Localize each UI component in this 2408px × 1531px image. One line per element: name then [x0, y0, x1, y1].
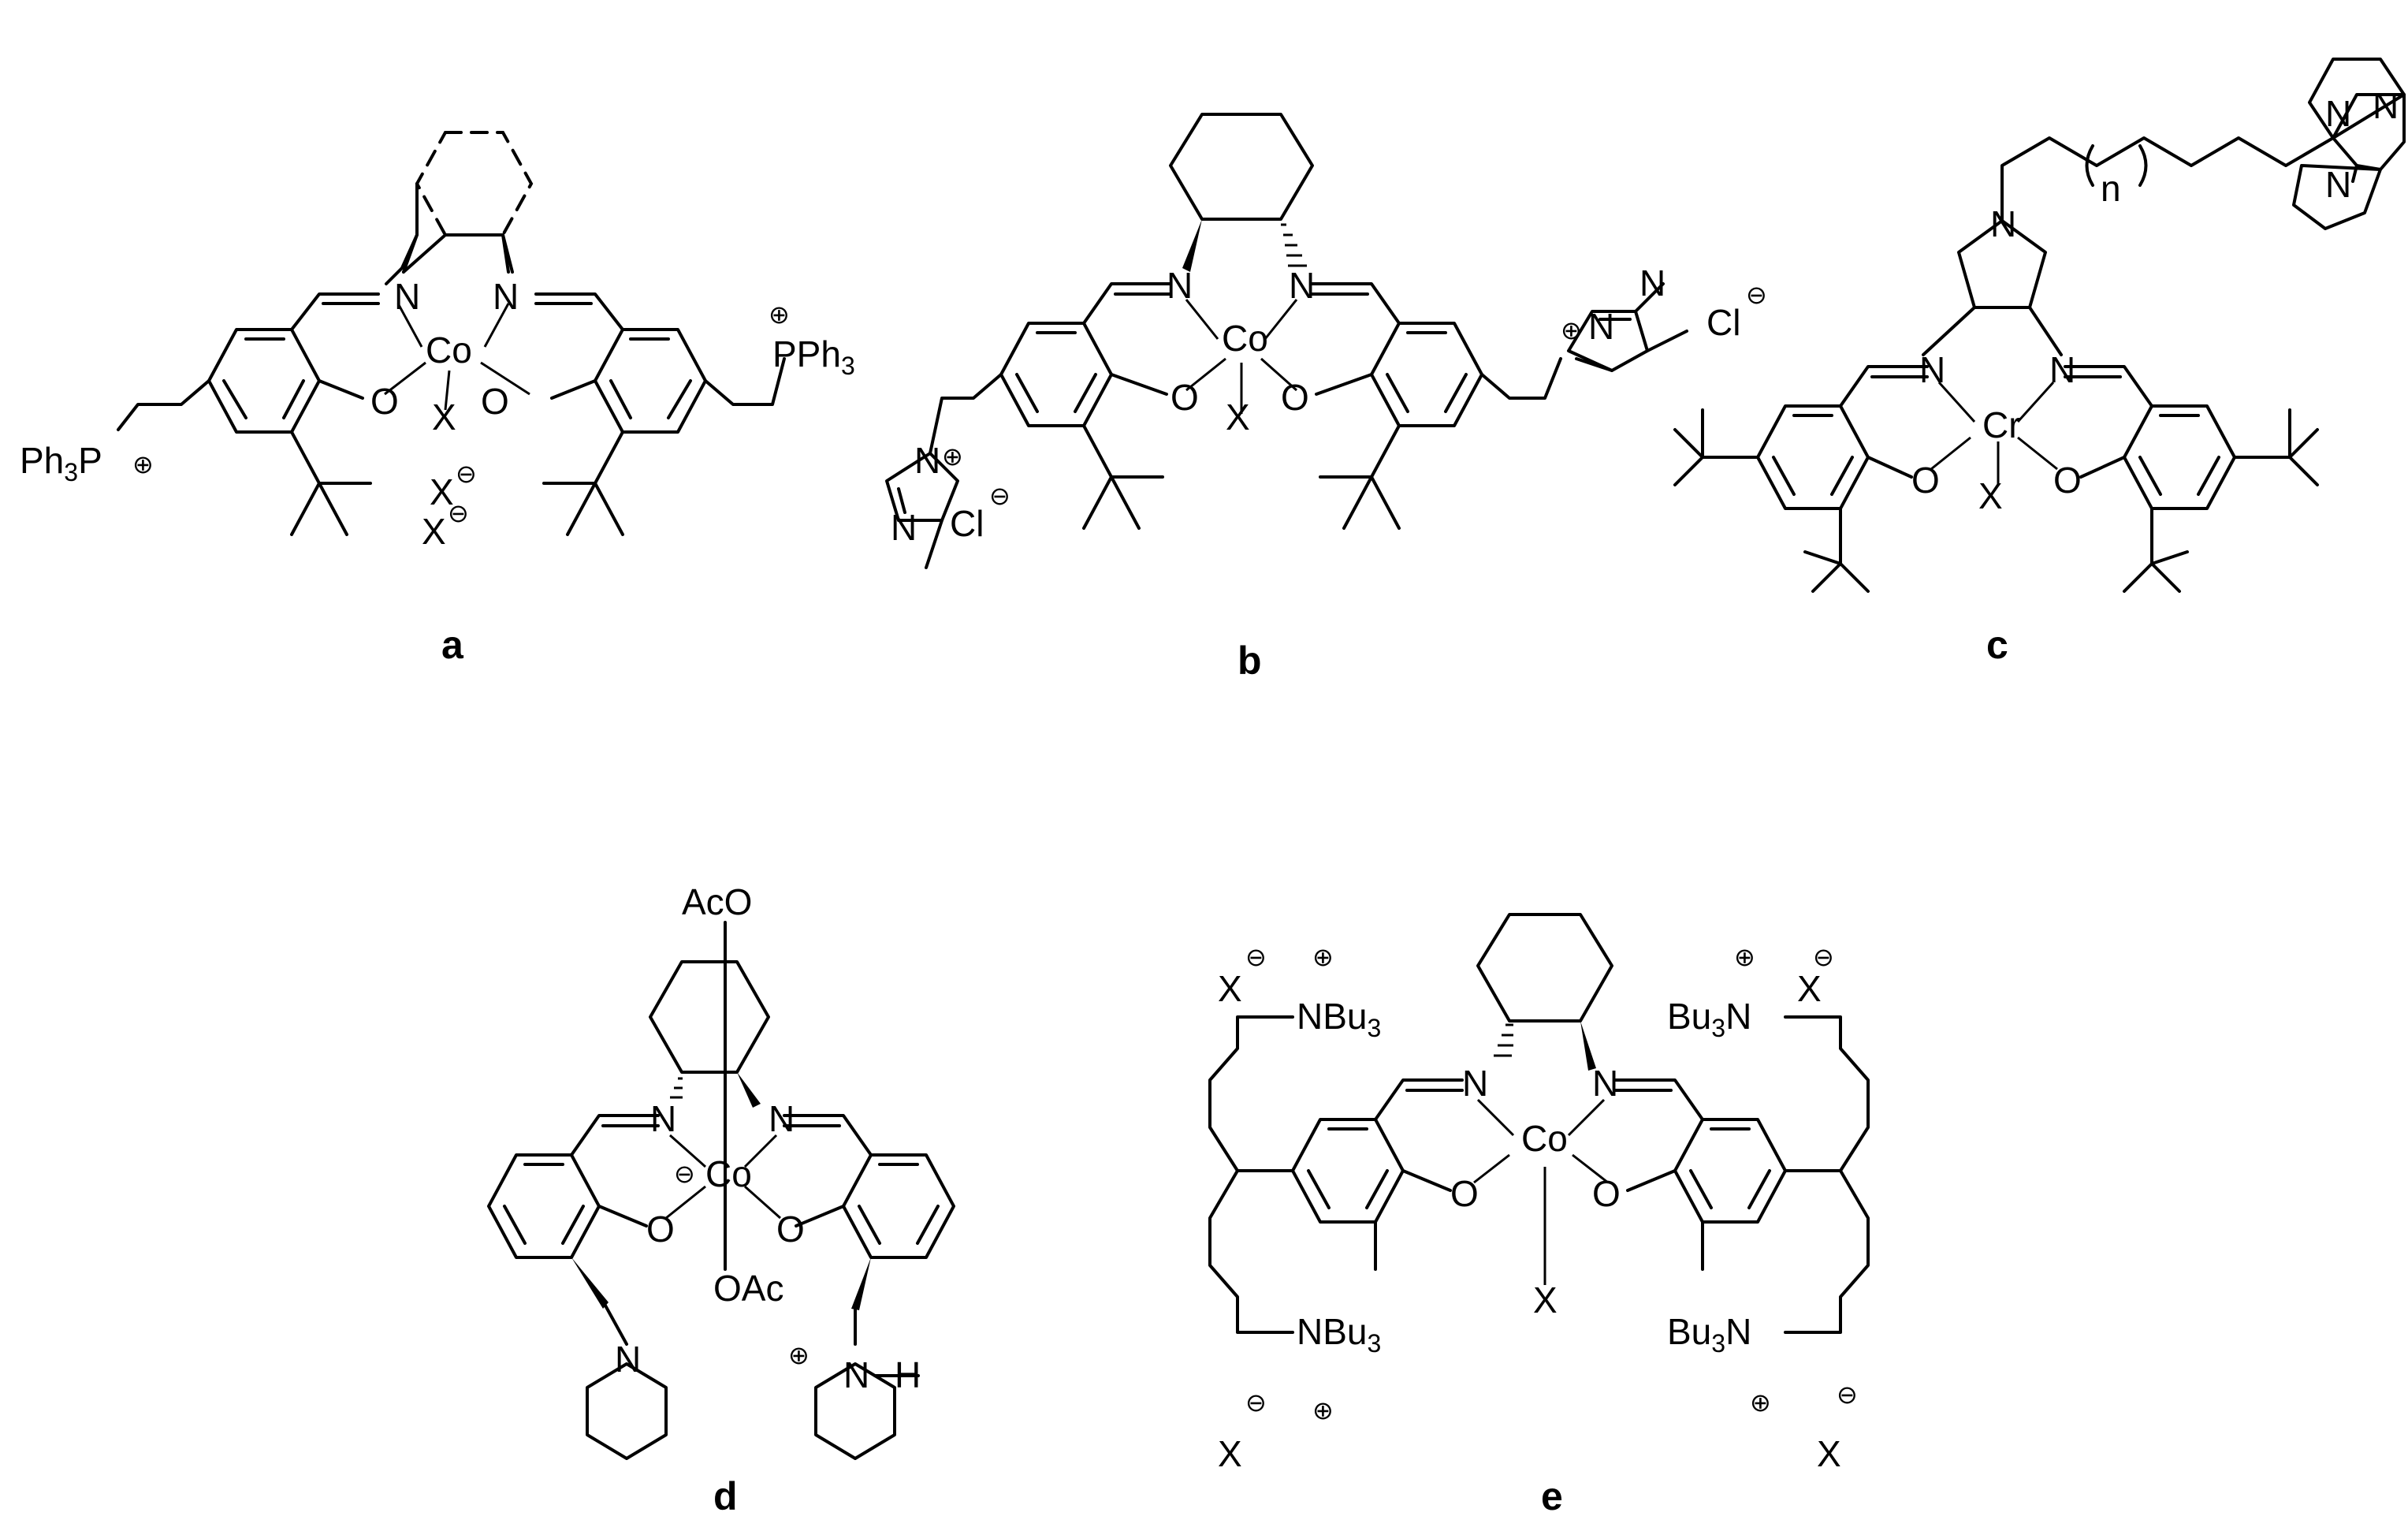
charge-plus: ⊕	[132, 450, 154, 479]
atom-N: N	[2325, 93, 2351, 134]
atom-H: H	[895, 1354, 921, 1395]
atom-N: N	[1588, 306, 1614, 347]
counterion-X: X	[1797, 968, 1822, 1009]
panel-label-e: e	[1541, 1474, 1563, 1518]
counterion-X: X	[422, 511, 446, 552]
group-NBu3: NBu3	[1297, 1311, 1381, 1358]
charge-minus: ⊖	[456, 460, 477, 488]
atom-N: N	[1167, 265, 1193, 306]
metal-Co: Co	[705, 1153, 752, 1194]
charge-plus: ⊕	[1561, 316, 1582, 345]
atom-O: O	[1911, 460, 1940, 501]
atom-N: N	[843, 1354, 869, 1395]
group-Bu3N: Bu3N	[1667, 1311, 1751, 1358]
charge-plus: ⊕	[1734, 943, 1755, 971]
atom-N: N	[1462, 1063, 1488, 1104]
structure-a: N N Co O O X X X ⊖ ⊖ Ph3P ⊕ PPh3 ⊕ a	[20, 131, 855, 667]
atom-N: N	[769, 1098, 795, 1139]
panel-label-a: a	[441, 623, 464, 667]
charge-plus: ⊕	[769, 300, 790, 329]
charge-minus: ⊖	[1245, 943, 1267, 971]
atom-N: N	[1639, 263, 1666, 304]
structure-b: N N Co O O X N ⊕ N Cl ⊖ N ⊕ N Cl ⊖ b	[885, 113, 1767, 683]
metal-Co: Co	[1222, 318, 1268, 359]
charge-minus: ⊖	[448, 499, 469, 527]
counterion-Cl: Cl	[1706, 302, 1740, 343]
counterion-Cl: Cl	[950, 503, 984, 544]
atom-N: N	[493, 276, 519, 317]
counterion-X: X	[1218, 968, 1242, 1009]
atom-N: N	[2049, 349, 2075, 390]
atom-O: O	[1281, 377, 1309, 418]
structure-d: AcO N N Co ⊖ O O OAc N N ⊕ H d	[487, 881, 955, 1518]
atom-X: X	[1226, 397, 1250, 438]
panel-label-c: c	[1986, 623, 2008, 667]
atom-O: O	[1171, 377, 1199, 418]
atom-O: O	[2053, 460, 2082, 501]
atom-X: X	[432, 397, 456, 438]
atom-N: N	[1592, 1063, 1618, 1104]
atom-Ph3P: Ph3P	[20, 440, 102, 486]
atom-N: N	[1289, 265, 1315, 306]
panel-label-d: d	[713, 1474, 738, 1518]
charge-minus: ⊖	[1837, 1380, 1858, 1409]
atom-O: O	[776, 1209, 805, 1250]
metal-Cr: Cr	[1982, 404, 2021, 445]
charge-plus: ⊕	[1312, 943, 1334, 971]
repeat-n: n	[2101, 168, 2121, 209]
charge-minus: ⊖	[1245, 1388, 1267, 1417]
structure-e: N N Co O O X NBu3 NBu3 Bu3N Bu3N X ⊖ ⊕ X…	[1208, 913, 1870, 1518]
charge-minus: ⊖	[1746, 281, 1767, 309]
atom-N: N	[914, 440, 940, 481]
panel-label-b: b	[1237, 639, 1262, 683]
atom-N: N	[891, 507, 917, 548]
atom-N: N	[2373, 85, 2399, 126]
ligand-AcO: AcO	[682, 881, 752, 922]
group-Bu3N: Bu3N	[1667, 996, 1751, 1042]
charge-plus: ⊕	[942, 442, 963, 471]
atom-O: O	[1592, 1173, 1621, 1214]
atom-N: N	[650, 1098, 676, 1139]
counterion-X: X	[1817, 1433, 1841, 1474]
charge-plus: ⊕	[788, 1341, 809, 1369]
atom-O: O	[370, 381, 399, 422]
ligand-OAc: OAc	[713, 1268, 783, 1309]
metal-Co: Co	[1521, 1118, 1568, 1159]
charge-plus: ⊕	[1312, 1396, 1334, 1425]
atom-N: N	[1919, 349, 1945, 390]
counterion-X: X	[430, 471, 454, 512]
atom-O: O	[1450, 1173, 1479, 1214]
atom-N: N	[2325, 164, 2351, 205]
charge-minus: ⊖	[1813, 943, 1834, 971]
atom-N: N	[394, 276, 420, 317]
charge-minus: ⊖	[674, 1160, 695, 1188]
charge-plus: ⊕	[1750, 1388, 1771, 1417]
atom-N: N	[615, 1339, 641, 1380]
metal-Co: Co	[426, 330, 472, 371]
atom-O: O	[481, 381, 509, 422]
group-NBu3: NBu3	[1297, 996, 1381, 1042]
atom-X: X	[1533, 1280, 1558, 1321]
charge-minus: ⊖	[989, 482, 1010, 510]
atom-PPh3: PPh3	[772, 333, 855, 380]
atom-O: O	[646, 1209, 675, 1250]
atom-N: N	[1990, 203, 2016, 244]
counterion-X: X	[1218, 1433, 1242, 1474]
atom-X: X	[1978, 475, 2003, 516]
structure-c: N n N N N N N Cr O O X c	[1673, 58, 2406, 667]
